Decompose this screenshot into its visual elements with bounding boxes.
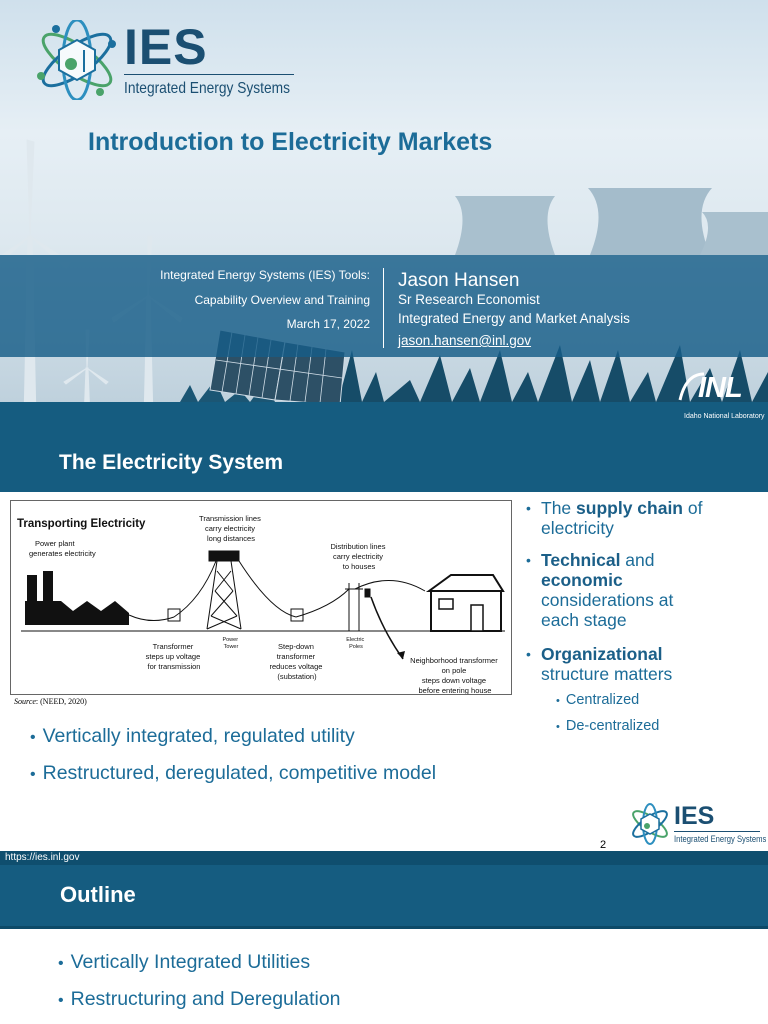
ies-atom-icon — [37, 20, 116, 100]
stepdown-transformer-icon — [290, 608, 304, 622]
slide-footer-bar — [0, 402, 768, 442]
slide-footer: https://ies.inl.gov — [0, 851, 768, 865]
outline-slide: Outline •Vertically Integrated Utilities… — [0, 865, 768, 1024]
transmission-label: Transmission lines carry electricity lon… — [199, 514, 263, 543]
presenter-name: Jason Hansen — [398, 270, 520, 291]
transport-diagram: Transporting Electricity Power plant gen… — [10, 500, 512, 695]
plant-label: Power plant generates electricity — [29, 539, 96, 558]
presenter-email-link[interactable]: jason.hansen@inl.gov — [398, 333, 532, 348]
diagram-heading: Transporting Electricity — [17, 518, 146, 530]
band-divider — [383, 268, 384, 348]
presenter-role: Sr Research Economist — [398, 292, 540, 307]
slide-header: Outline — [0, 865, 768, 926]
presentation-title: Introduction to Electricity Markets — [88, 128, 493, 156]
slide-header: The Electricity System — [0, 442, 768, 492]
transformer-label: Transformer steps up voltage for transmi… — [146, 642, 203, 671]
ies-logo-small-text: IES — [674, 802, 715, 830]
footer-url-link[interactable]: https://ies.inl.gov — [5, 852, 80, 863]
electricity-system-slide: The Electricity System Transporting Elec… — [0, 442, 768, 865]
diagram-source: Source: (NEED, 2020) — [14, 697, 87, 706]
presenter-department: Integrated Energy and Market Analysis — [398, 311, 630, 326]
power-plant-icon — [25, 571, 129, 625]
event-line-2: Capability Overview and Training — [194, 293, 370, 307]
power-grid-illustration: Transporting Electricity Power plant gen… — [17, 514, 505, 695]
slide-title: The Electricity System — [59, 451, 284, 474]
bullet-restructured: •Restructured, deregulated, competitive … — [30, 762, 437, 784]
transformer-icon — [167, 608, 181, 622]
distribution-label: Distribution lines carry electricity to … — [330, 542, 387, 571]
inl-logo-text: INL — [698, 372, 743, 404]
house-icon — [425, 574, 505, 632]
tower-label: Power Tower — [222, 637, 239, 650]
event-date: March 17, 2022 — [286, 317, 370, 331]
slide-title: Outline — [60, 882, 136, 907]
page-number: 2 — [600, 839, 607, 851]
event-line-1: Integrated Energy Systems (IES) Tools: — [160, 268, 370, 282]
presenter-band — [0, 255, 768, 357]
title-slide: IES Integrated Energy Systems Introducti… — [0, 0, 768, 442]
ies-atom-small-icon — [632, 803, 668, 845]
outline-item: •Vertically Integrated Utilities — [58, 951, 311, 973]
sub-bullet-decentralized: •De-centralized — [556, 718, 660, 734]
ies-logo-text: IES — [124, 19, 208, 75]
power-tower-icon — [206, 550, 242, 630]
logo-small-divider — [674, 831, 760, 832]
stepdown-label: Step-down transformer reduces voltage (s… — [269, 642, 324, 681]
ies-logo-small-subtitle: Integrated Energy Systems — [674, 834, 767, 844]
electric-poles-icon — [345, 583, 371, 631]
neighborhood-label: Neighborhood transformer on pole steps d… — [410, 656, 500, 694]
header-divider — [0, 926, 768, 929]
sub-bullet-centralized: •Centralized — [556, 692, 640, 708]
bullet-vertically-integrated: •Vertically integrated, regulated utilit… — [30, 725, 355, 747]
ies-logo-subtitle: Integrated Energy Systems — [124, 80, 290, 97]
inl-swoosh-icon — [678, 372, 705, 401]
logo-divider — [124, 74, 294, 75]
poles-label: Electric Poles — [346, 637, 366, 650]
inl-logo-subtitle: Idaho National Laboratory — [684, 413, 765, 420]
outline-item: •Restructuring and Deregulation — [58, 988, 341, 1010]
